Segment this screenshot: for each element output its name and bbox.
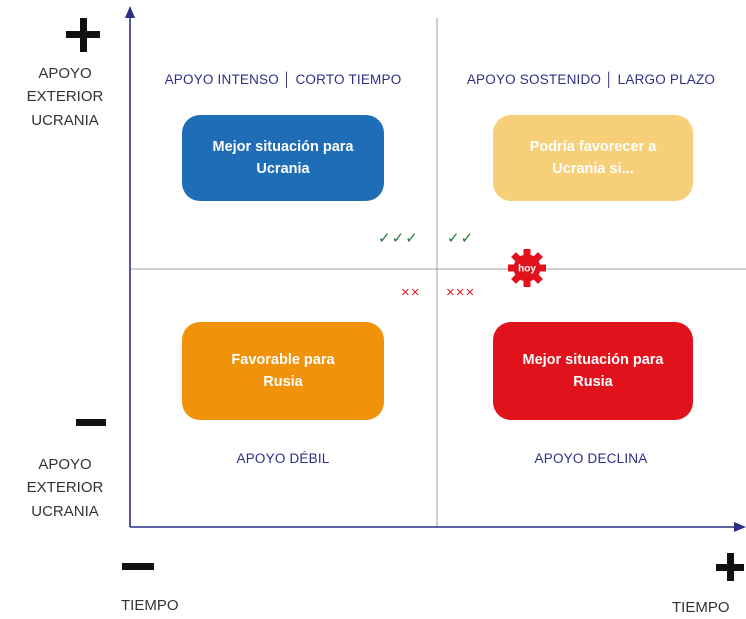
y-axis-top-label: APOYO EXTERIOR UCRANIA (20, 62, 110, 132)
box-top-right-text: Podría favorecer a (529, 138, 657, 155)
checkmarks-left: ✓✓✓ (378, 230, 419, 247)
y-axis-bottom-label-line: UCRANIA (31, 502, 99, 520)
box-bottom-right-text: Rusia (573, 374, 613, 390)
crosses-right: ××× (446, 284, 476, 301)
box-bottom-left-text: Favorable para (231, 351, 335, 368)
crosses-left: ×× (401, 284, 421, 301)
box-bottom-left-text: Rusia (263, 374, 303, 390)
x-axis-left-label: TIEMPO (121, 597, 179, 614)
checkmarks-right: ✓✓ (447, 230, 475, 247)
y-axis-bottom-label-line: APOYO (38, 456, 92, 473)
box-bottom-left: Favorable para Rusia (182, 322, 384, 420)
y-axis-bottom-label: APOYO EXTERIOR UCRANIA (20, 453, 110, 523)
box-bottom-right-text: Mejor situación para (522, 351, 664, 368)
y-axis-bottom-label-line: EXTERIOR (26, 479, 104, 497)
box-top-left-text: Ucrania (256, 161, 310, 177)
y-axis-top-label-line: APOYO (38, 65, 92, 82)
quadrant-title-top-right: APOYO SOSTENIDO │ LARGO PLAZO (466, 72, 716, 87)
quadrant-title-bottom-left: APOYO DÉBIL (236, 451, 330, 466)
box-top-left: Mejor situación para Ucrania (182, 115, 384, 201)
x-axis-right-label: TIEMPO (672, 599, 730, 616)
x-axis-minus-icon (122, 563, 154, 570)
box-bottom-right: Mejor situación para Rusia (493, 322, 693, 420)
today-label: hoy (518, 264, 536, 275)
y-axis-arrowhead (125, 6, 135, 18)
y-axis-minus-icon (76, 419, 106, 426)
y-axis-plus-icon (66, 18, 100, 52)
box-top-right: Podría favorecer a Ucrania si... (493, 115, 693, 201)
quadrant-title-bottom-right: APOYO DECLINA (534, 451, 648, 466)
box-top-right-text: Ucrania si... (552, 161, 634, 177)
box-top-left-text: Mejor situación para (212, 138, 354, 155)
x-axis-plus-icon (716, 553, 744, 581)
x-axis-arrowhead (734, 522, 746, 532)
y-axis-top-label-line: EXTERIOR (26, 88, 104, 106)
quadrant-title-top-left: APOYO INTENSO │ CORTO TIEMPO (164, 72, 402, 87)
today-gear-icon: hoy (508, 249, 546, 287)
y-axis-top-label-line: UCRANIA (31, 111, 99, 129)
